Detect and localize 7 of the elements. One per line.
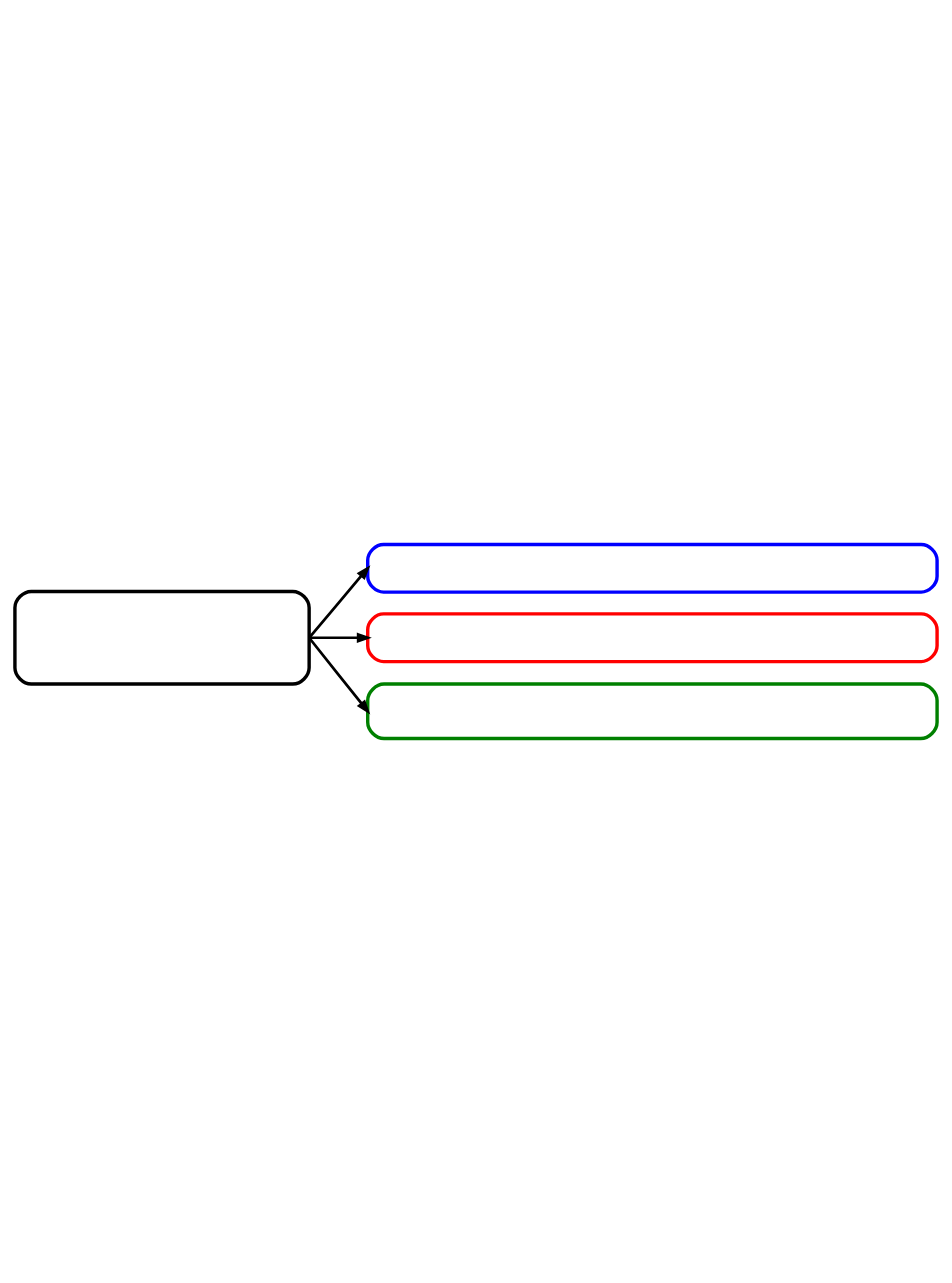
- node-box: [366, 682, 939, 741]
- arrow: [308, 636, 371, 715]
- node-box: [366, 542, 939, 594]
- node-box: [366, 612, 939, 664]
- arrow: [309, 632, 372, 643]
- arrow: [308, 565, 371, 639]
- node-box: [13, 589, 311, 686]
